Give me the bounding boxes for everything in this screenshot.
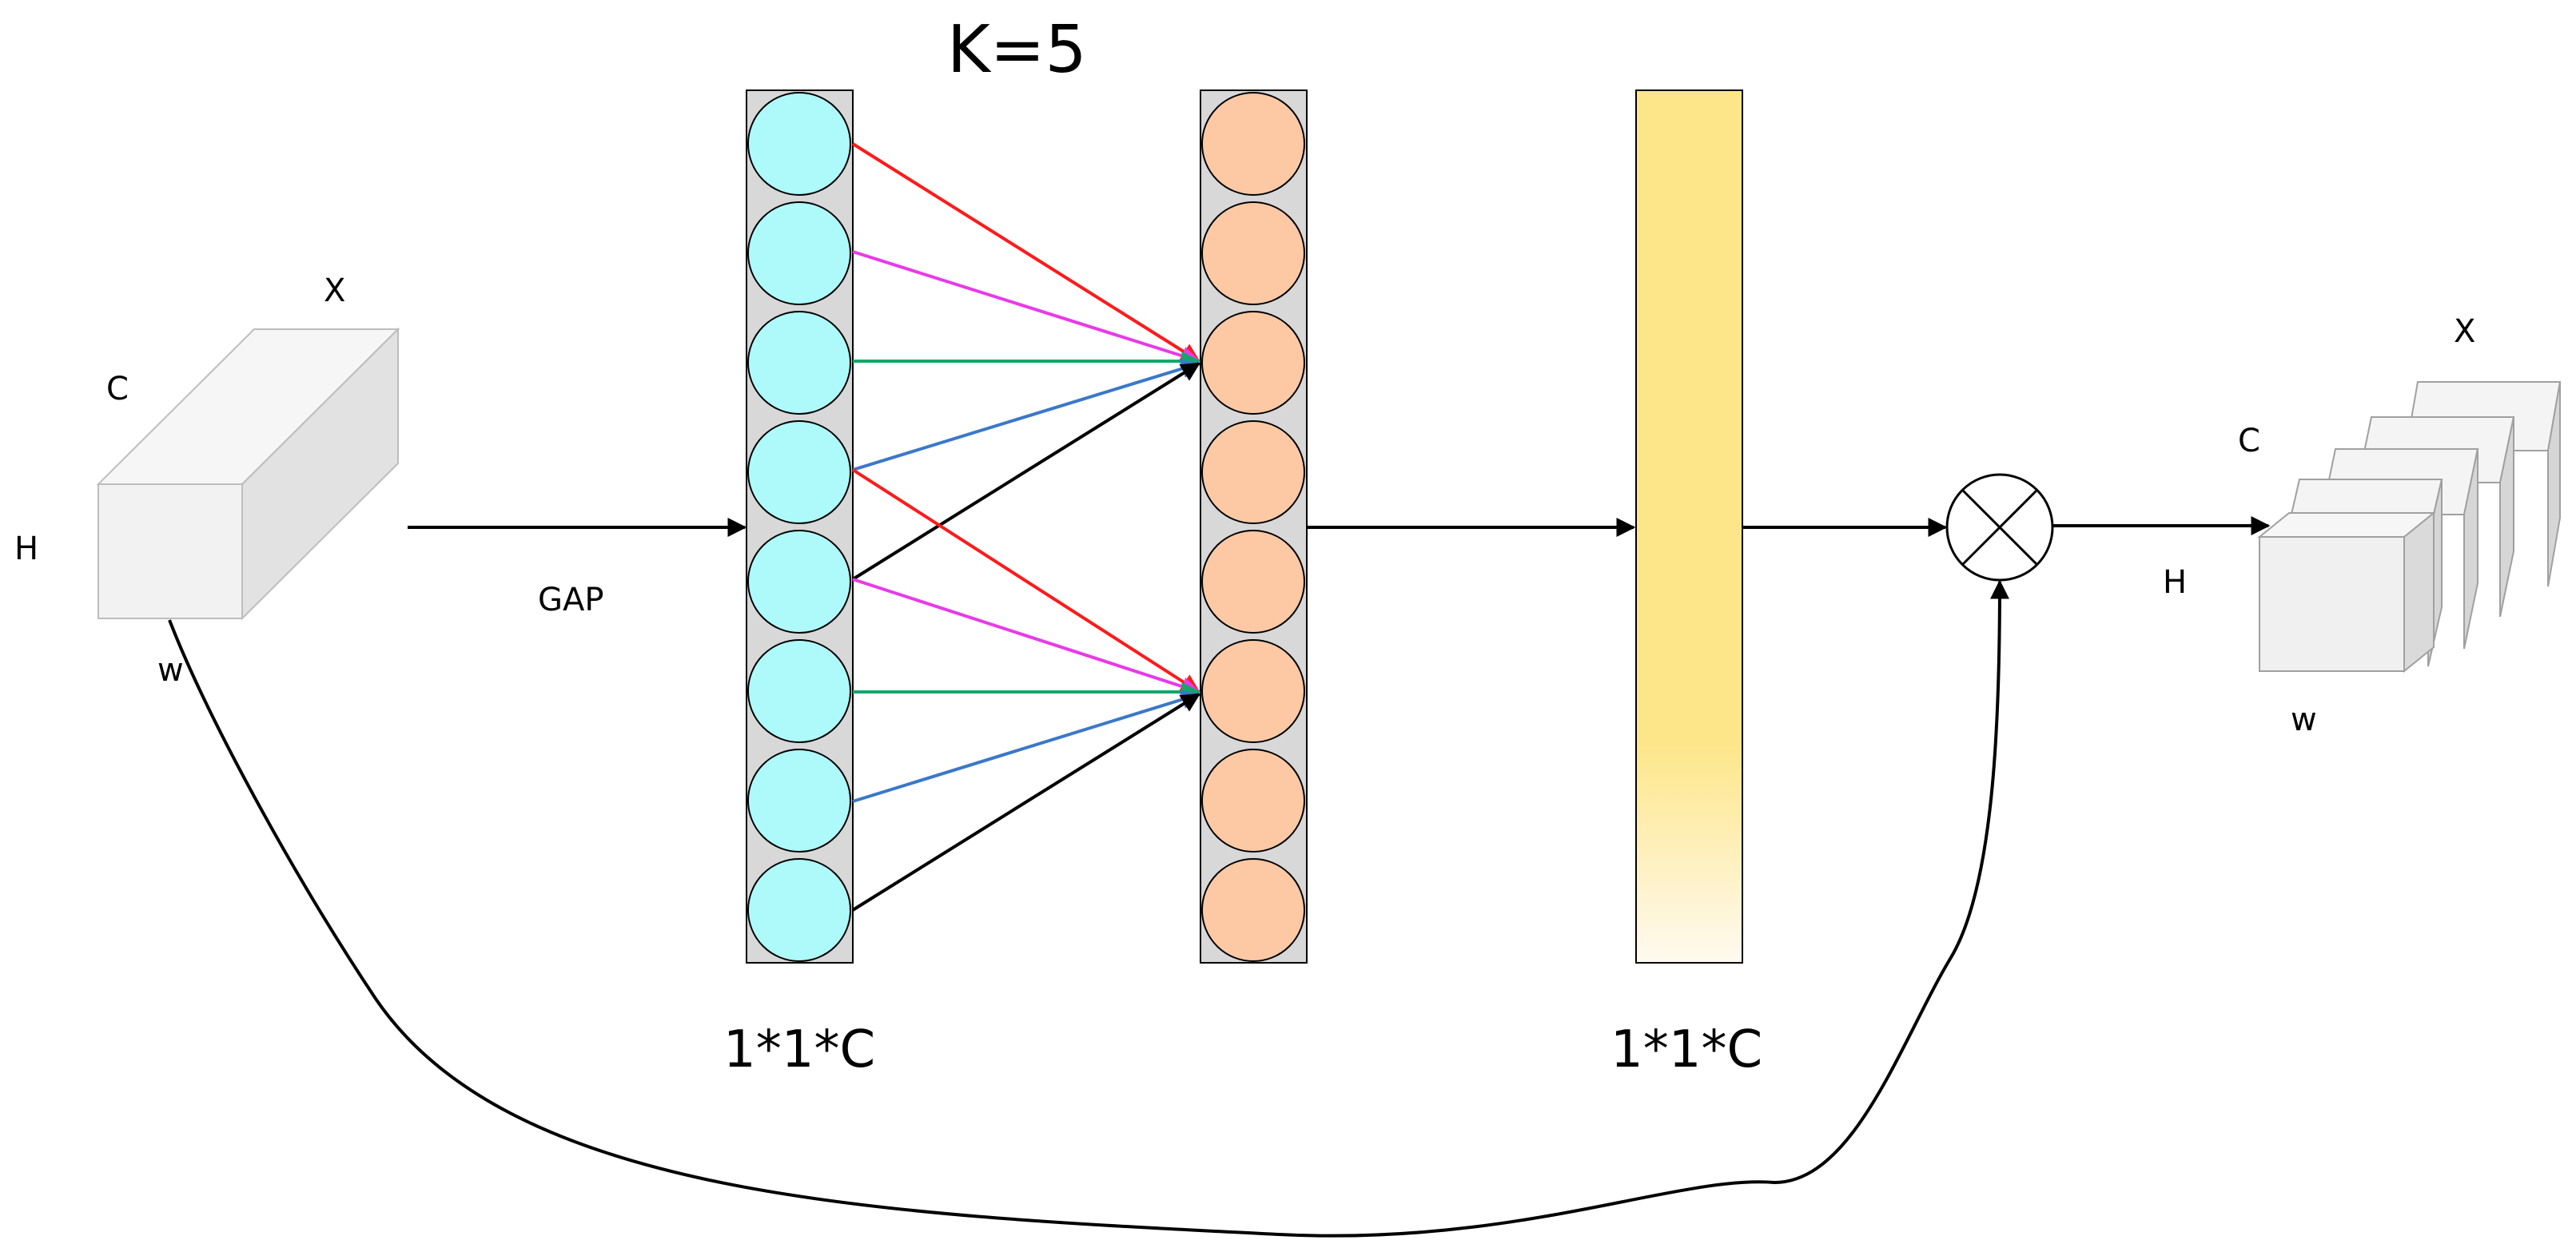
edge-magenta-2 bbox=[852, 578, 1201, 696]
input-vector-shape-label: 1*1*C bbox=[723, 1020, 875, 1079]
conv-connections bbox=[851, 142, 1201, 912]
input-node-6 bbox=[747, 639, 851, 743]
kernel-size-title: K=5 bbox=[947, 12, 1087, 88]
input-node-8 bbox=[747, 858, 851, 962]
output-node-1 bbox=[1201, 92, 1305, 196]
input-c-label: C bbox=[106, 371, 129, 407]
gap-label: GAP bbox=[538, 582, 603, 618]
conv-output-nodes bbox=[1201, 92, 1305, 962]
output-node-8 bbox=[1201, 858, 1305, 962]
input-block-front-face bbox=[98, 483, 243, 619]
input-channel-nodes bbox=[747, 92, 851, 962]
output-node-6 bbox=[1201, 639, 1305, 743]
output-node-3 bbox=[1201, 311, 1305, 415]
input-feature-block bbox=[96, 327, 400, 621]
edge-red-1 bbox=[851, 142, 1201, 363]
edge-black-2 bbox=[851, 693, 1201, 912]
edge-red-2 bbox=[851, 468, 1201, 694]
attention-vector-shape-label: 1*1*C bbox=[1610, 1020, 1762, 1079]
output-node-5 bbox=[1201, 530, 1305, 634]
output-feature-block bbox=[2257, 381, 2562, 674]
input-w-label: w bbox=[157, 652, 184, 689]
input-x-label: X bbox=[324, 272, 345, 309]
attention-weight-vector bbox=[1635, 89, 1743, 964]
input-node-2 bbox=[747, 201, 851, 305]
input-node-5 bbox=[747, 530, 851, 634]
output-x-label: X bbox=[2454, 313, 2475, 350]
edge-magenta-1 bbox=[852, 250, 1201, 365]
skip-connection-curve bbox=[168, 579, 2009, 1238]
input-node-1 bbox=[747, 92, 851, 196]
input-node-4 bbox=[747, 420, 851, 524]
input-node-7 bbox=[747, 749, 851, 853]
output-h-label: H bbox=[2163, 564, 2187, 601]
input-node-3 bbox=[747, 311, 851, 415]
output-node-4 bbox=[1201, 420, 1305, 524]
edge-blue-2 bbox=[852, 690, 1201, 803]
output-node-7 bbox=[1201, 749, 1305, 853]
input-h-label: H bbox=[14, 531, 38, 567]
edge-black-1 bbox=[851, 362, 1201, 581]
output-node-2 bbox=[1201, 201, 1305, 305]
output-c-label: C bbox=[2238, 423, 2260, 459]
edge-blue-1 bbox=[852, 359, 1201, 471]
output-w-label: w bbox=[2291, 702, 2317, 738]
multiply-icon bbox=[1945, 473, 2054, 582]
